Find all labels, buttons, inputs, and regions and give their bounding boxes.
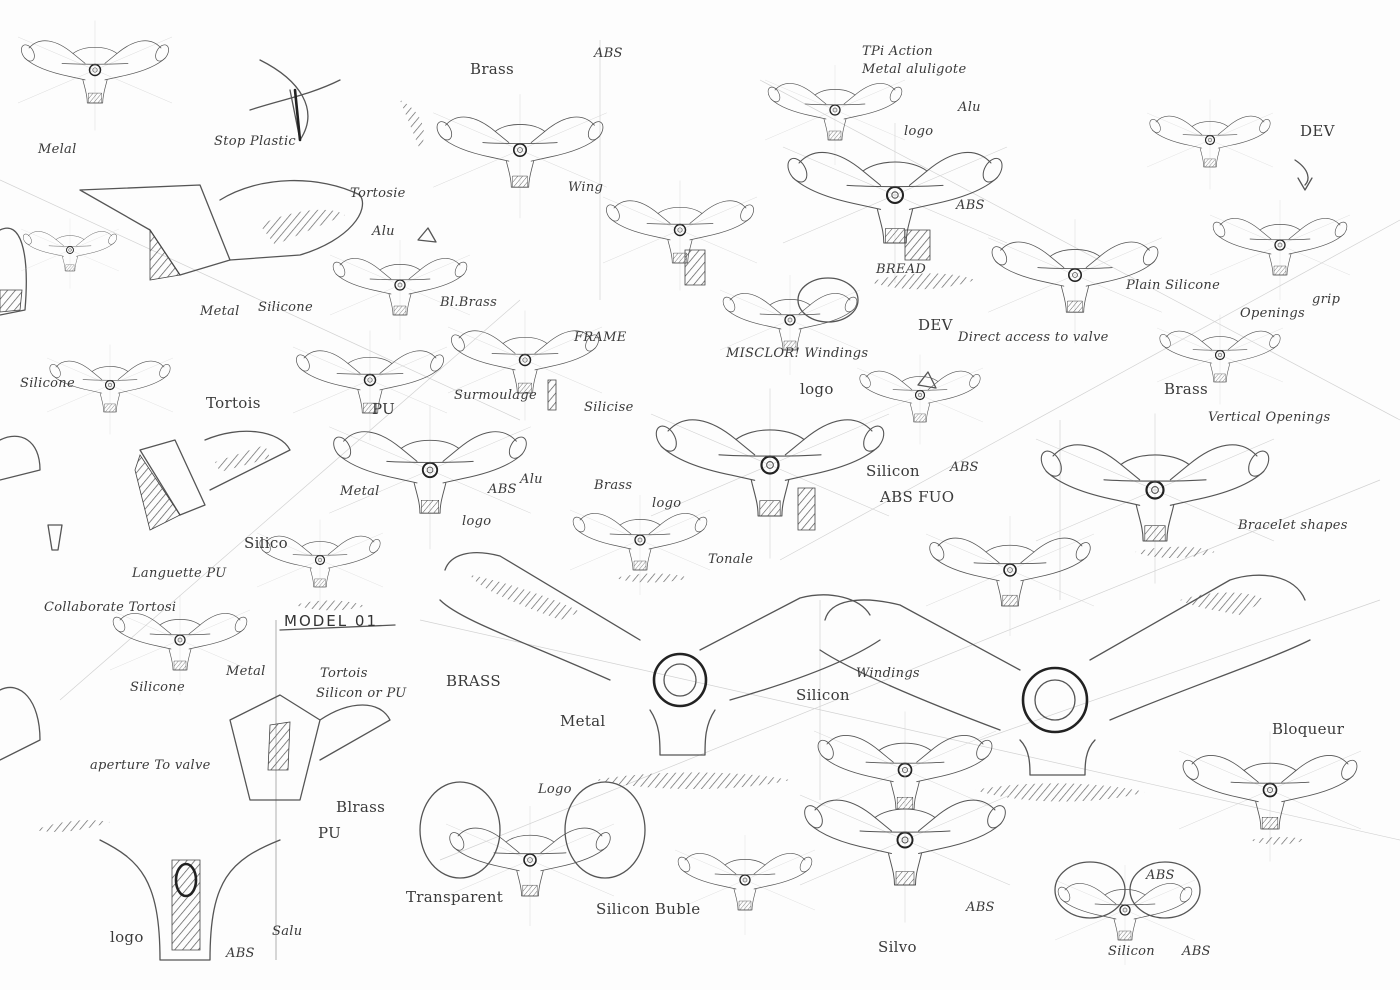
label-logo-bl: logo: [110, 928, 144, 946]
label-collaborate: Collaborate Tortosi: [44, 600, 177, 615]
label-salu: Salu: [272, 924, 303, 939]
label-brass-right: Brass: [1164, 380, 1209, 398]
label-alu-1: Alu: [372, 224, 395, 239]
label-plain-silicone: Plain Silicone: [1126, 278, 1221, 293]
label-abs-br2: ABS: [966, 900, 995, 915]
label-metal-bl: Metal: [226, 664, 266, 679]
label-metal-1: Metal: [200, 304, 240, 319]
label-bracelet: Bracelet shapes: [1238, 518, 1348, 533]
label-dev-mid: DEV: [918, 316, 953, 334]
label-bloqueur: Bloqueur: [1272, 720, 1345, 738]
label-silicone-left: Silicone: [20, 376, 75, 391]
label-metal-aluminum: Metal aluligote: [862, 62, 967, 77]
label-pu-2: PU: [318, 824, 342, 842]
main-joint-right: [819, 574, 1311, 802]
label-tpi: TPi Action: [862, 44, 933, 59]
label-silicon-mid: Silicon: [866, 462, 920, 480]
label-bread: BREAD: [876, 262, 927, 277]
label-vertical-openings: Vertical Openings: [1208, 410, 1331, 425]
label-abs-2: ABS: [488, 482, 517, 497]
label-abs-right-top: ABS: [956, 198, 985, 213]
construction-lines: [0, 40, 1400, 861]
label-brass-big: BRASS: [446, 672, 501, 690]
label-silvo: Silvo: [878, 938, 917, 956]
label-abs-fuo: ABS FUO: [880, 488, 955, 506]
label-silicone-bl: Silicone: [130, 680, 185, 695]
label-tortoise-1: Tortosie: [350, 186, 406, 201]
label-metal-2: Metal: [340, 484, 380, 499]
label-alu-2: Alu: [520, 472, 543, 487]
label-logo-bottom: Logo: [538, 782, 572, 797]
label-logo-2: logo: [462, 514, 492, 529]
label-frame: FRAME: [574, 330, 627, 345]
label-logo-3: logo: [652, 496, 682, 511]
label-silico: Silico: [244, 534, 288, 552]
label-brass-top: Brass: [470, 60, 515, 78]
label-tonale: Tonale: [708, 552, 754, 567]
label-windings: Windings: [856, 666, 920, 681]
label-silicone-mid: Silicise: [584, 400, 634, 415]
label-wing: Wing: [568, 180, 604, 195]
label-brass-small: Bl.Brass: [440, 295, 498, 310]
label-brass-3: Brass: [594, 478, 633, 493]
label-surmoulage: Surmoulage: [454, 388, 537, 403]
label-direct-access: Direct access to valve: [958, 330, 1109, 345]
label-blrass: Blrass: [336, 798, 386, 816]
label-langouette: Languette PU: [132, 566, 227, 581]
label-silicon-big: Silicon: [796, 686, 850, 704]
label-abs-br3: ABS: [1182, 944, 1211, 959]
label-abs-mid: ABS: [950, 460, 979, 475]
label-melal: Melal: [38, 142, 77, 157]
label-silicon-buble: Silicon Buble: [596, 900, 701, 918]
label-grip: grip: [1312, 292, 1341, 307]
label-tortoise-2: Tortois: [206, 394, 261, 412]
label-logo-mid: logo: [800, 380, 834, 398]
model-title: MODEL 01: [284, 612, 378, 630]
label-openings: Openings: [1240, 306, 1305, 321]
label-silicon-pu: Silicon or PU: [316, 686, 407, 701]
label-metal-big: Metal: [560, 712, 606, 730]
label-abs-bottom-left: ABS: [226, 946, 255, 961]
label-abs-br1: ABS: [1146, 868, 1175, 883]
label-logo-top: logo: [904, 124, 934, 139]
label-miscolor: MISCLOR! Windings: [726, 346, 869, 361]
label-transparent: Transparent: [406, 888, 504, 906]
label-dev-top: DEV: [1300, 122, 1335, 140]
label-pu-1: PU: [372, 400, 396, 418]
main-joint-left: [439, 552, 881, 789]
label-aperture: aperture To valve: [90, 758, 211, 773]
label-silicone-1: Silicone: [258, 300, 313, 315]
label-stop-plastic: Stop Plastic: [214, 134, 296, 149]
label-abs-top: ABS: [594, 46, 623, 61]
label-alu-top: Alu: [958, 100, 981, 115]
label-silicon-br: Silicon: [1108, 944, 1155, 959]
label-tortoise-3: Tortois: [320, 666, 368, 681]
